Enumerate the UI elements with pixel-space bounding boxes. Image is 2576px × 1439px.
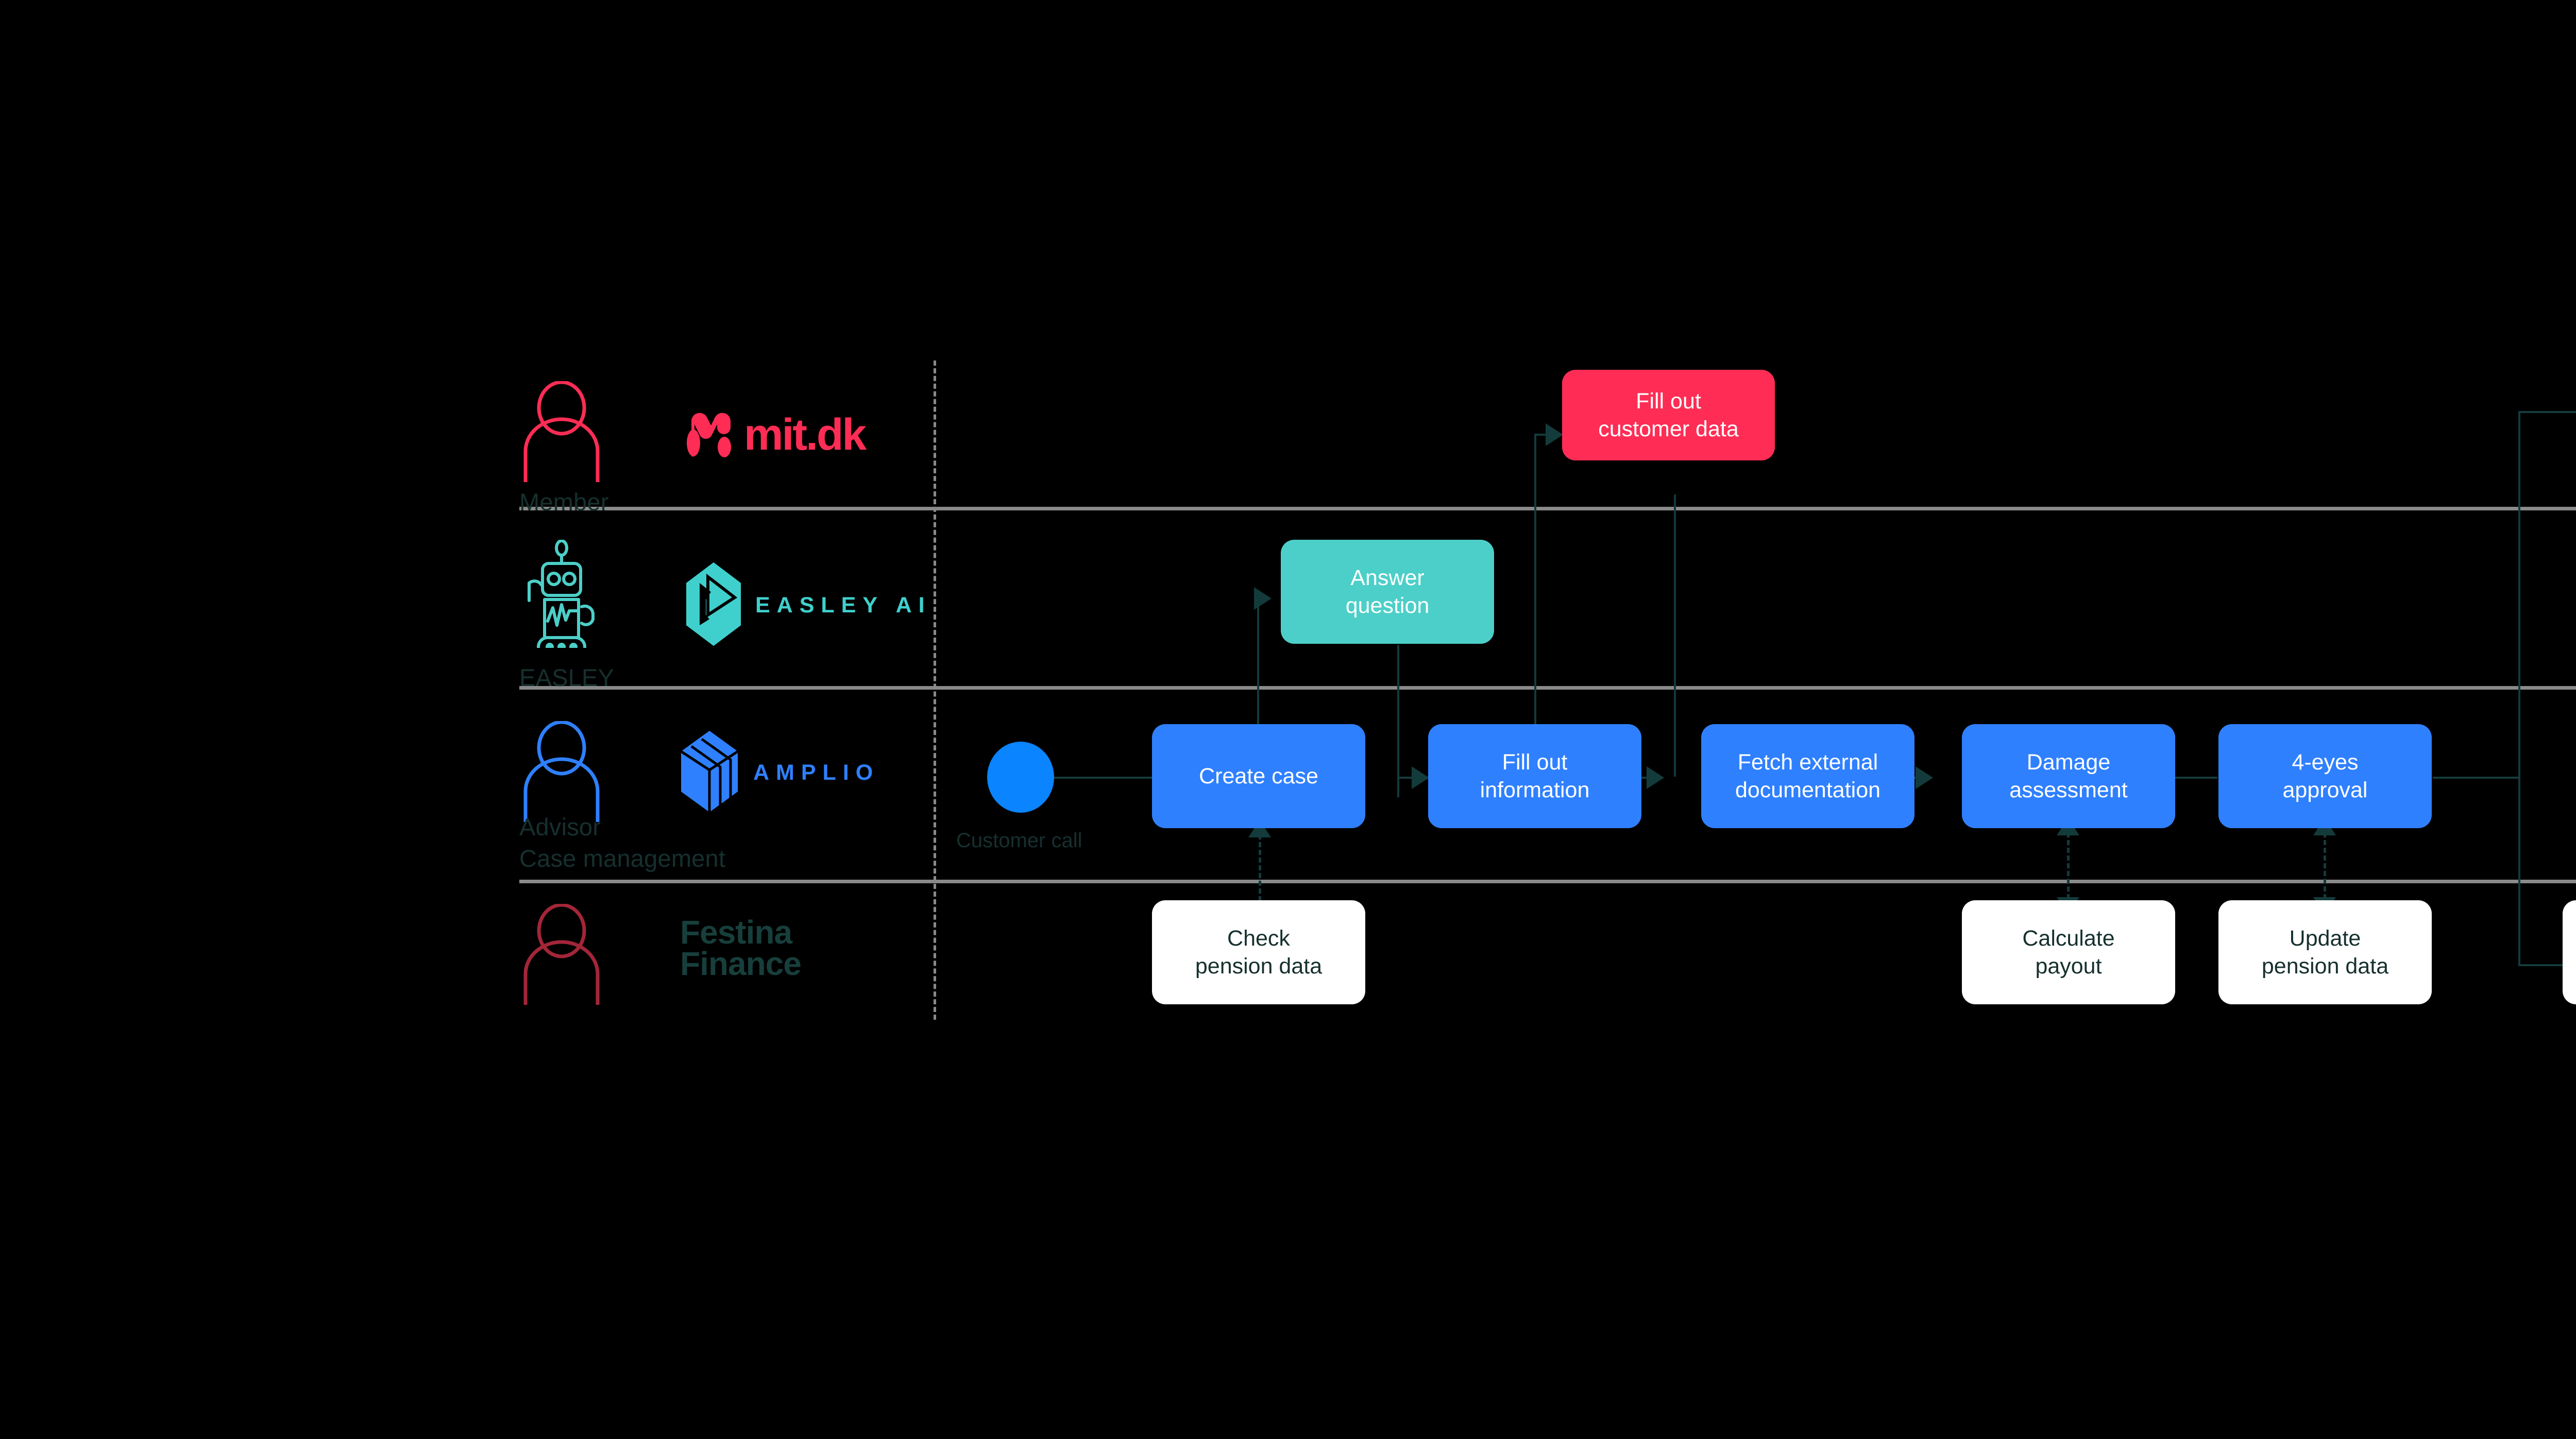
amplio-cube-logo-icon (679, 729, 740, 817)
task-create-case[interactable]: Create case (1152, 724, 1365, 828)
member-person-icon (518, 380, 605, 487)
connector-check-pension-to-create-case (1259, 834, 1261, 901)
arrow-into-fill-customer-data (1546, 423, 1563, 446)
connector-answer-question-stub (1257, 597, 1259, 625)
task-fill-out-information[interactable]: Fill out information (1428, 724, 1641, 828)
task-payout[interactable]: Payout (2563, 900, 2576, 1004)
task-answer-question[interactable]: Answer question (1281, 540, 1494, 644)
arrow-into-damage-assessment (1916, 766, 1933, 789)
advisor-person-icon (518, 720, 605, 827)
lane-label-member: Member (519, 488, 609, 516)
connector-fill-information-to-customer-data (1534, 434, 1536, 777)
easley-brand-text: EASLEY AI (755, 593, 931, 618)
connector-to-payout (2518, 964, 2576, 966)
connector-damage-calculate-payout (2067, 832, 2070, 899)
task-fill-out-customer-data[interactable]: Fill out customer data (1562, 370, 1775, 460)
arrow-into-answer-question (1254, 587, 1272, 610)
easley-hexagon-logo-icon (685, 561, 742, 649)
lane-divider-easley-advisor (519, 686, 2576, 690)
amplio-brand-text: AMPLIO (753, 760, 880, 785)
connector-approval-update-pension (2324, 832, 2326, 899)
start-event-label: Customer call (956, 829, 1082, 852)
connector-start-to-create-case (1041, 777, 1152, 779)
festina-person-icon (518, 903, 605, 1009)
lane-divider-advisor-festina (519, 880, 2576, 883)
connector-approval-vertical-trunk (2518, 411, 2520, 964)
connector-answer-question-down (1397, 645, 1399, 797)
start-event-customer-call[interactable] (987, 742, 1054, 813)
mitdk-brand-text: mit.dk (744, 410, 867, 459)
connector-to-decision-made (2518, 411, 2576, 413)
easley-brand: EASLEY AI (685, 561, 931, 649)
lane-divider-member-easley (519, 507, 2576, 510)
task-update-pension-data[interactable]: Update pension data (2218, 900, 2432, 1004)
connector-customer-data-down (1674, 494, 1676, 777)
connector-approval-right (2433, 777, 2520, 779)
arrow-into-fill-information (1412, 766, 1429, 789)
lane-label-column-divider (934, 361, 936, 1020)
festina-finance-brand-text: Festina Finance (680, 914, 802, 982)
task-fetch-external-documentation[interactable]: Fetch external documentation (1701, 724, 1914, 828)
arrow-into-fetch-doc (1647, 766, 1664, 789)
mitdk-logo-icon (685, 407, 737, 463)
task-four-eyes-approval[interactable]: 4-eyes approval (2218, 724, 2432, 828)
connector-damage-to-approval (2175, 777, 2217, 779)
lane-label-easley: EASLEY (519, 664, 615, 691)
lane-label-advisor: Advisor Case management (519, 813, 726, 872)
mitdk-brand: mit.dk (685, 407, 867, 463)
task-check-pension-data[interactable]: Check pension data (1152, 900, 1365, 1004)
connector-create-case-to-answer-question (1257, 622, 1259, 736)
amplio-brand: AMPLIO (679, 729, 879, 817)
easley-robot-icon (518, 539, 605, 658)
task-damage-assessment[interactable]: Damage assessment (1962, 724, 2175, 828)
task-calculate-payout[interactable]: Calculate payout (1962, 900, 2175, 1004)
